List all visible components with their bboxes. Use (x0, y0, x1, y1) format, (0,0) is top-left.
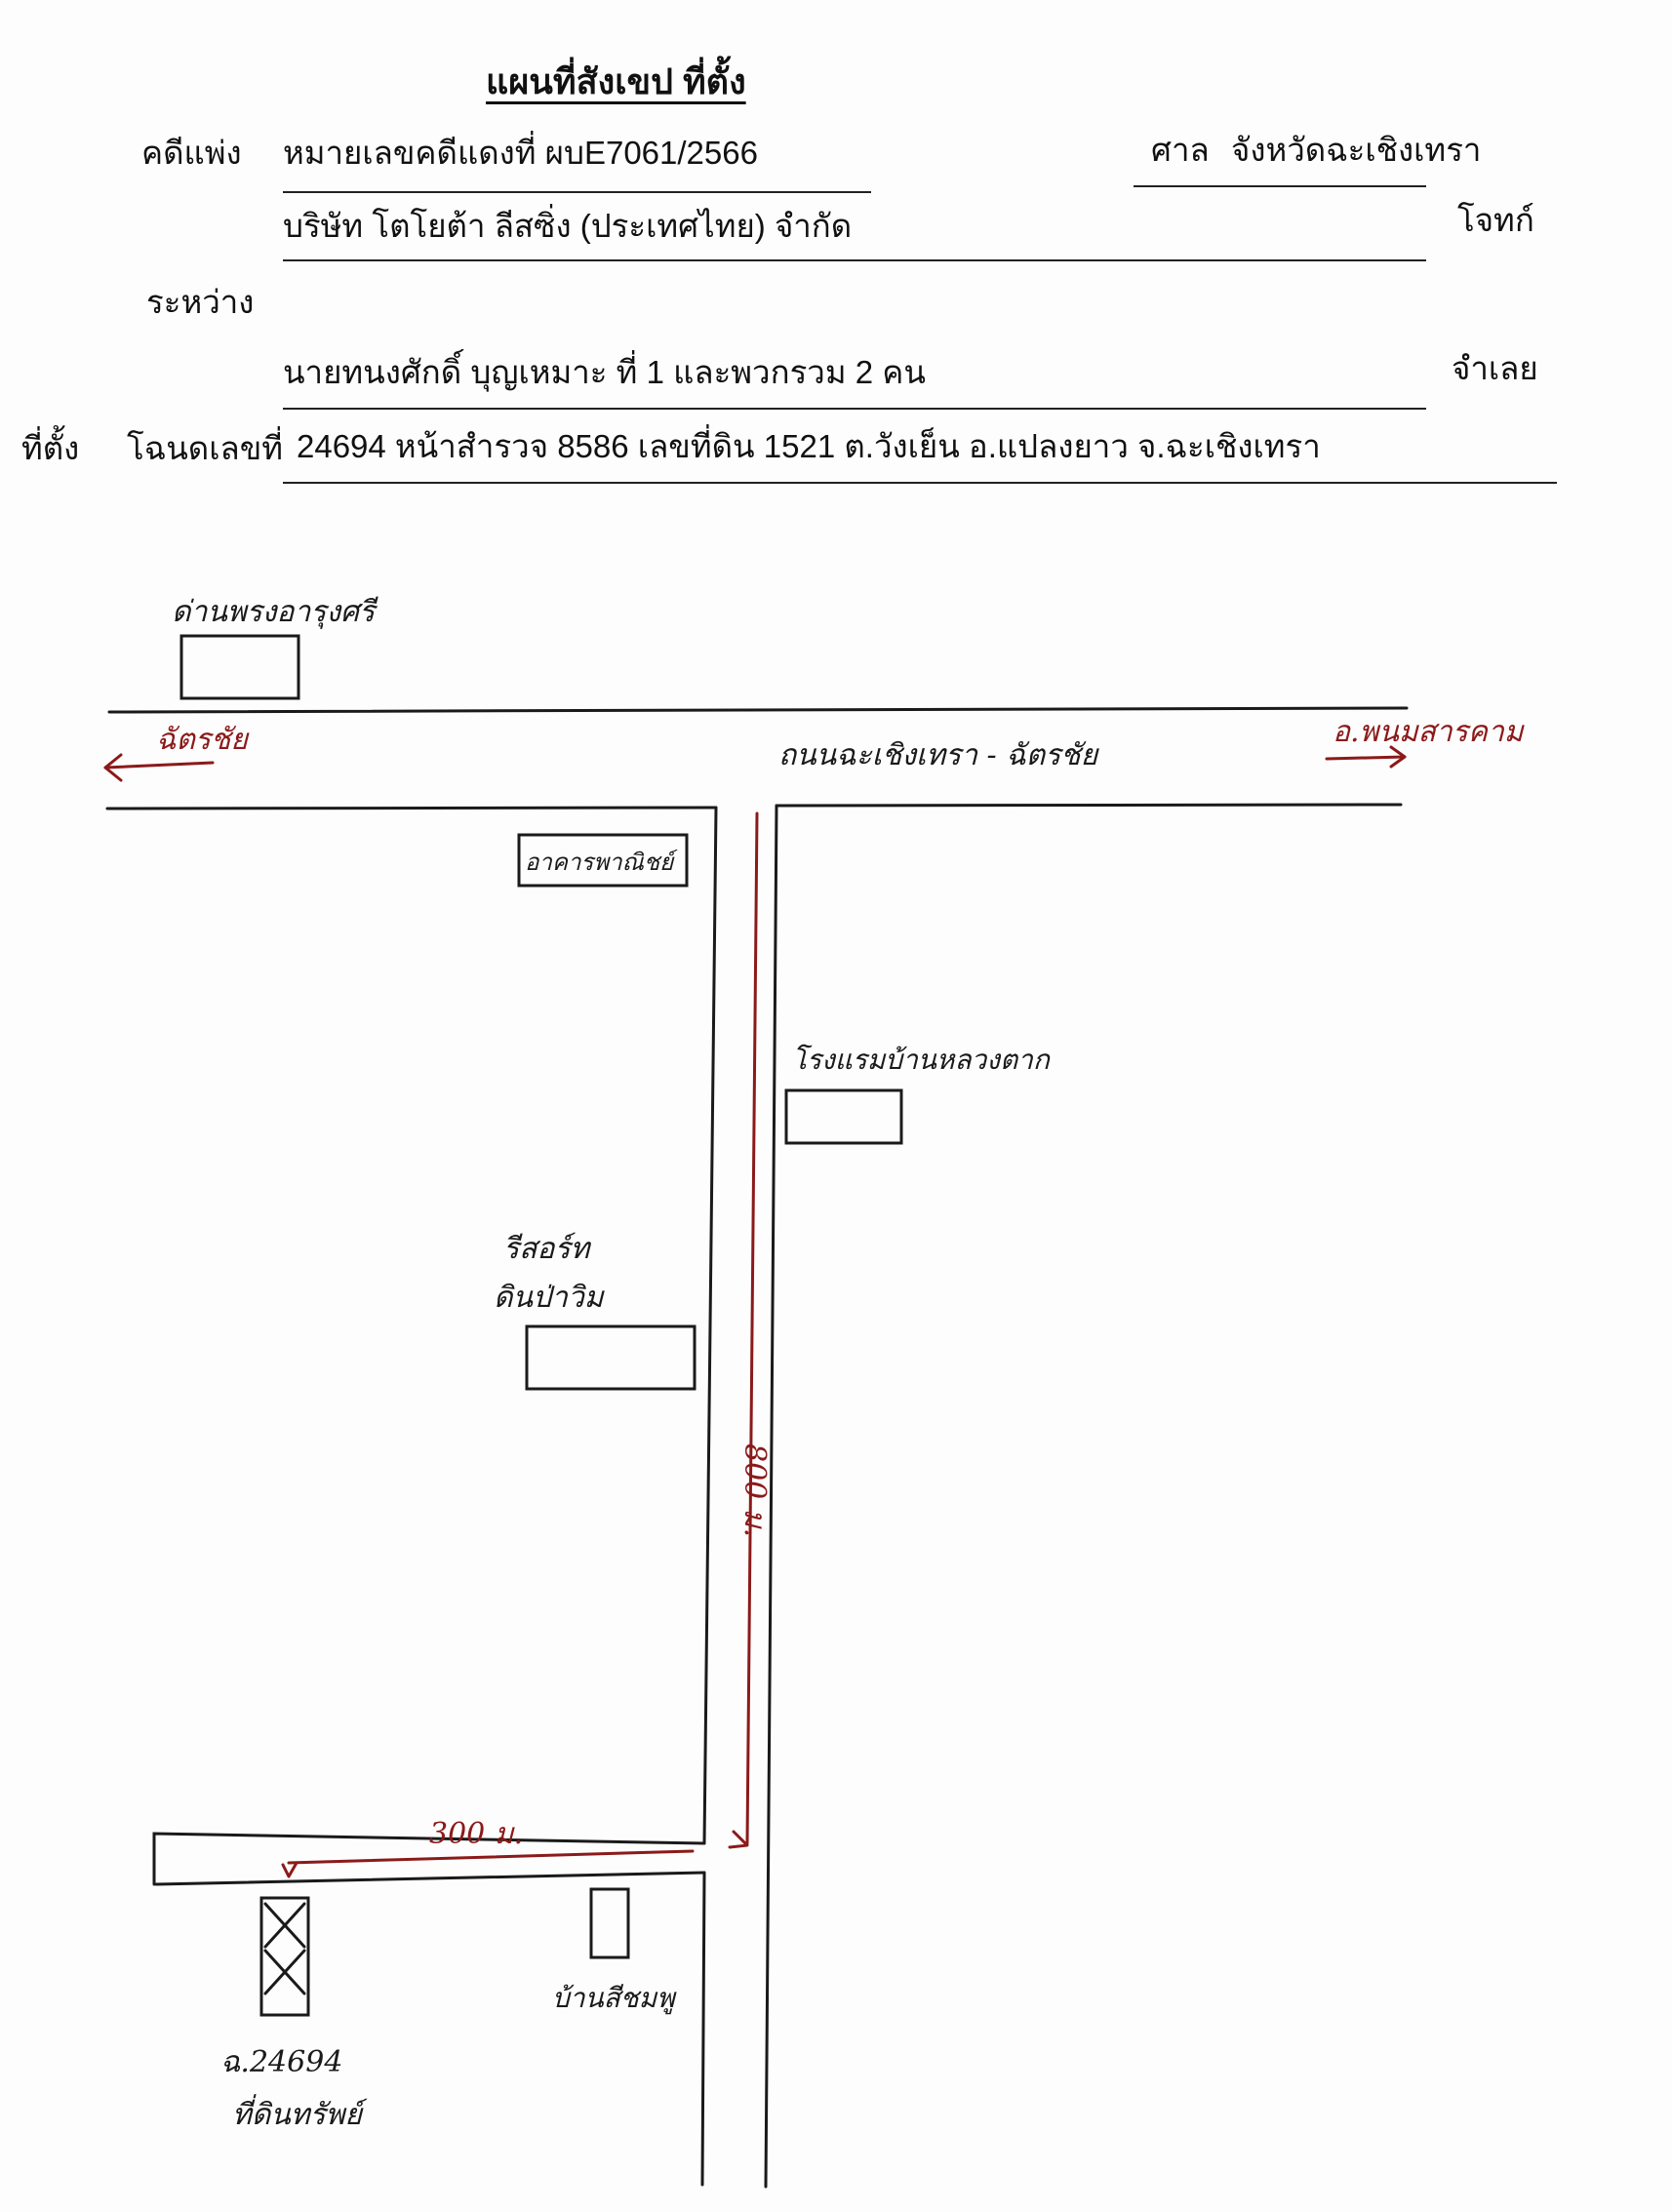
route-horizontal-arrowhead (281, 1861, 299, 1878)
hotel-label: โรงแรมบ้านหลวงตาก (792, 1044, 1052, 1076)
main-road-bottom-edge-left (105, 806, 718, 810)
checkpoint-building (179, 634, 300, 700)
side-road-left-edge (702, 806, 718, 1845)
plaintiff-role: โจทก์ (1457, 202, 1534, 238)
land-label: ที่ดินทรัพย์ (232, 2094, 368, 2132)
horizontal-distance-label: 300 ม. (429, 1817, 523, 1851)
left-direction-arrow (103, 761, 215, 770)
location-label: ที่ตั้ง (21, 430, 80, 466)
case-number: หมายเลขคดีแดงที่ ผบE7061/2566 (283, 135, 758, 171)
route-vertical (745, 811, 759, 1845)
branch-road-bottom-edge (154, 1871, 706, 1886)
commercial-building-label: อาคารพาณิชย์ (525, 849, 678, 876)
page-title: แผนที่สังเขป ที่ตั้ง (486, 61, 746, 101)
main-road-top-edge (107, 706, 1409, 714)
subject-land-parcel (259, 1896, 310, 2017)
main-road-label: ถนนฉะเชิงเทรา - ฉัตรชัย (778, 738, 1100, 772)
branch-road-top-edge (152, 1832, 706, 1886)
hotel-building (784, 1088, 903, 1145)
side-road-right-edge (764, 804, 778, 2189)
deed-marker-label: ฉ.24694 (220, 2045, 342, 2079)
checkpoint-label: ด่านพรงอารุงศรี (172, 595, 378, 629)
right-direction-label: อ.พนมสารคาม (1333, 715, 1526, 749)
defendant-underline (283, 408, 1426, 410)
plaintiff-underline (283, 259, 1426, 261)
commercial-building-box (517, 833, 689, 888)
branch-road-continuation (700, 1871, 706, 2187)
route-vertical-arrowhead (728, 1830, 749, 1849)
court-name: จังหวัดฉะเชิงเทรา (1231, 132, 1482, 168)
between-label: ระหว่าง (146, 284, 255, 320)
court-underline (1134, 185, 1426, 187)
route-horizontal (287, 1849, 695, 1865)
left-direction-label: ฉัตรชัย (156, 723, 250, 757)
plaintiff-name: บริษัท โตโยต้า ลีสซิ่ง (ประเทศไทย) จำกัด (283, 208, 853, 244)
court-label: ศาล (1151, 132, 1210, 168)
right-direction-arrow (1325, 755, 1407, 761)
deed-underline (283, 482, 1557, 484)
house-building (589, 1887, 630, 1959)
house-label: บ้านสีชมพู (552, 1982, 677, 2015)
deed-detail: 24694 หน้าสำรวจ 8586 เลขที่ดิน 1521 ต.วั… (297, 428, 1321, 464)
resort-label-line1: รีสอร์ท (503, 1232, 592, 1266)
resort-label-line2: ดินป่าวิม (494, 1281, 606, 1315)
deed-label: โฉนดเลขที่ (127, 430, 284, 466)
defendant-role: จำเลย (1452, 350, 1538, 386)
case-number-underline (283, 191, 871, 193)
case-type-label: คดีแพ่ง (141, 135, 242, 171)
vertical-distance-label: 800 ม. (737, 1443, 772, 1537)
defendant-name: นายทนงศักดิ์ บุญเหมาะ ที่ 1 และพวกรวม 2 … (283, 354, 926, 390)
resort-building (525, 1324, 697, 1391)
main-road-bottom-edge-right (775, 803, 1403, 808)
